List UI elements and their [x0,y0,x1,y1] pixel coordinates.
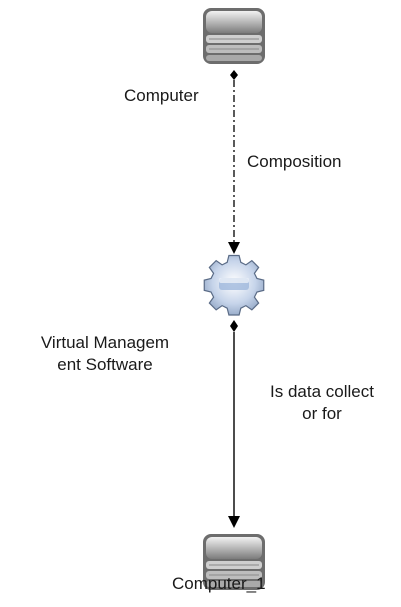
composition-label: Composition [247,152,342,171]
server-stack-icon [203,8,265,64]
virtual-management-software-node[interactable] [203,254,265,316]
diamond-start-marker [230,70,238,80]
edge-is-data-collector-for[interactable] [228,320,240,528]
vms-label-line2: ent Software [57,355,153,374]
computer-label: Computer [124,86,199,105]
virtual-management-software-label: Virtual Managem ent Software [10,332,200,376]
is-data-collector-for-label: Is data collect or for [247,381,397,425]
data-collect-label-line1: Is data collect [270,382,374,401]
arrowhead-marker [228,242,240,254]
diamond-start-marker [230,320,238,332]
vms-label-line1: Virtual Managem [40,333,170,352]
gear-icon [203,254,265,316]
arrowhead-marker [228,516,240,528]
computer-node[interactable] [203,8,265,64]
computer-1-node[interactable] [203,534,265,590]
server-stack-icon [203,534,265,590]
data-collect-label-line2: or for [302,404,342,423]
computer-1-label: Computer_1 [172,574,266,593]
edge-composition[interactable] [228,70,240,254]
